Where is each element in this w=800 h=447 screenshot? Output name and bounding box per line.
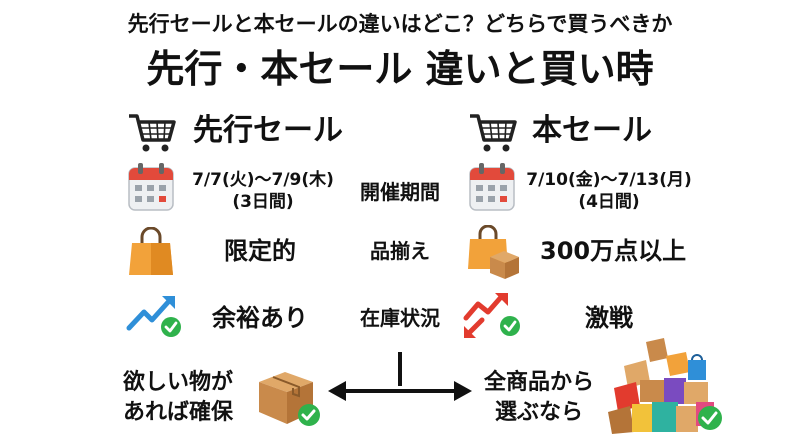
row-label-stock: 在庫状況: [360, 306, 440, 330]
shopping-cart-icon: [470, 114, 517, 152]
left-column-title: 先行セール: [193, 113, 343, 148]
trend-up-check-icon: [126, 292, 182, 338]
left-stock-value: 余裕あり: [212, 304, 308, 332]
bottom-right-line2: 選ぶなら: [494, 400, 583, 425]
cardboard-box-check-icon: [255, 364, 325, 430]
right-stock-value: 激戦: [585, 304, 633, 332]
left-selection-value: 限定的: [224, 237, 296, 265]
calendar-icon-right: [468, 162, 516, 212]
product-pile-check-icon: [606, 336, 726, 436]
check-badge: [500, 316, 520, 336]
bottom-left-line1: 欲しい物が: [122, 370, 233, 395]
calendar-icon: [128, 163, 174, 211]
bag-with-box-icon: [468, 225, 520, 279]
page-subtitle: 先行セールと本セールの違いはどこ？どちらで買うべきか: [127, 12, 673, 36]
row-label-selection: 品揃え: [370, 239, 430, 263]
bottom-left-line2: あれば確保: [122, 400, 233, 425]
right-selection-value: 300万点以上: [540, 237, 687, 265]
calendar-icon: [469, 163, 515, 211]
shopping-bag-icon: [128, 227, 174, 277]
bottom-right-line1: 全商品から: [483, 370, 594, 395]
row-label-period: 開催期間: [360, 180, 440, 204]
left-period-days: (3日間): [232, 192, 294, 212]
calendar-icon-left: [127, 162, 175, 212]
cart-icon-left: [127, 110, 177, 154]
right-period-days: (4日間): [578, 192, 640, 212]
shopping-cart-icon: [129, 114, 176, 152]
left-period-dates: 7/7(火)〜7/9(木): [192, 170, 334, 190]
split-arrow: [326, 350, 474, 410]
right-period-dates: 7/10(金)〜7/13(月): [526, 170, 692, 190]
cart-icon-right: [468, 110, 518, 154]
check-badge: [161, 317, 181, 337]
page-title: 先行・本セール 違いと買い時: [146, 47, 654, 91]
right-column-title: 本セール: [532, 113, 652, 148]
trend-down-check-icon: [462, 290, 522, 338]
